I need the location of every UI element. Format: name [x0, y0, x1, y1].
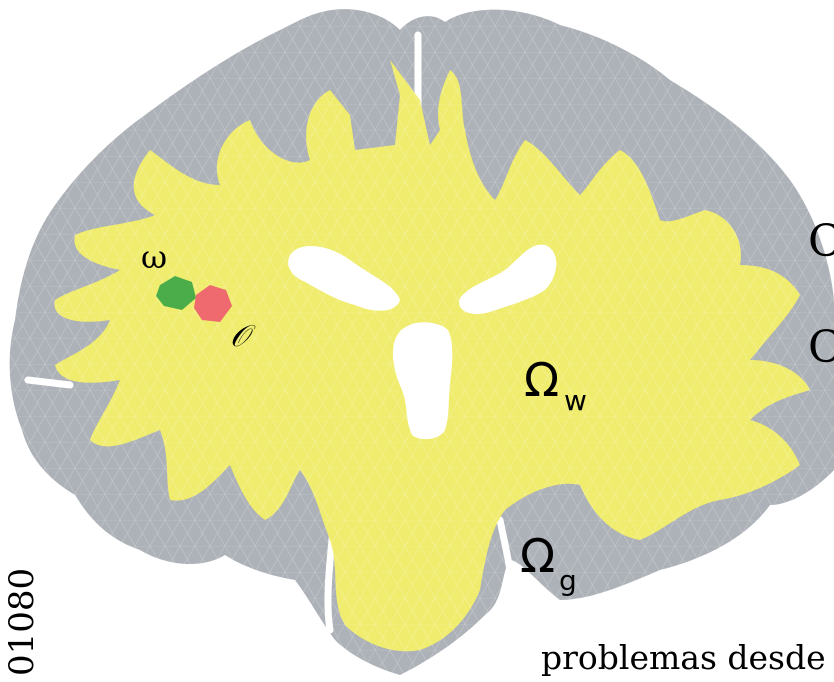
rotated-side-text: 01080 [0, 0, 60, 678]
svg-text:Ω: Ω [520, 529, 555, 583]
svg-text:g: g [559, 564, 577, 597]
right-edge-char-1: C [808, 216, 834, 267]
omega-small-label: ω [141, 238, 167, 276]
svg-text:Ω: Ω [524, 353, 559, 407]
bottom-page-text: problemas desde [541, 636, 826, 680]
rotated-side-label: 01080 [2, 568, 42, 676]
right-edge-char-2: C [808, 322, 834, 373]
svg-text:w: w [564, 384, 587, 417]
